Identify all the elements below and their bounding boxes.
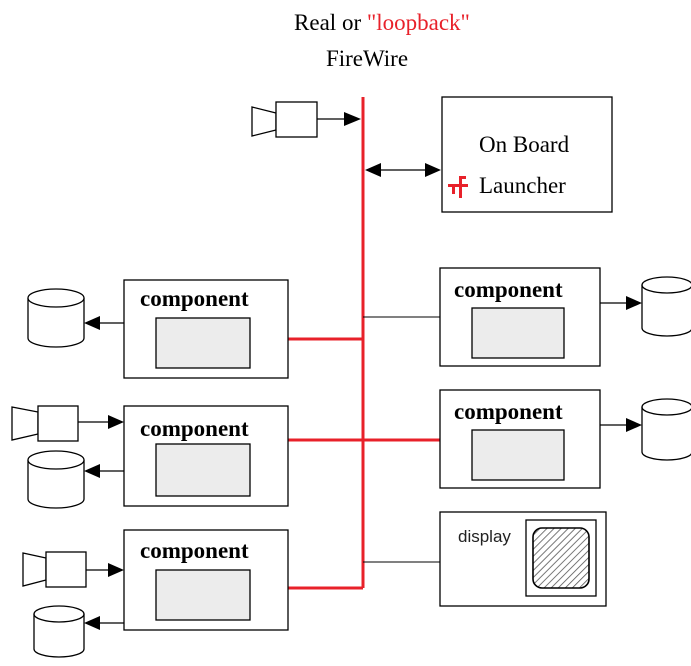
component-inner-panel xyxy=(155,569,251,621)
arrow-camera-to-component xyxy=(86,563,124,577)
title-line-1: Real or "loopback" xyxy=(294,10,470,35)
storage-cylinder-icon xyxy=(27,450,85,509)
component-inner-panel xyxy=(155,317,251,369)
component-label: component xyxy=(140,416,249,441)
storage-cylinder-icon xyxy=(641,276,691,337)
arrow-to-storage xyxy=(84,464,124,478)
firewire-bus xyxy=(288,97,440,590)
arrow-to-storage xyxy=(84,316,124,330)
component-left-bottom: component xyxy=(123,529,289,631)
storage-cylinder-icon xyxy=(33,605,85,658)
component-inner-panel xyxy=(471,429,565,481)
component-right-top: component xyxy=(439,267,601,367)
arrow-camera-to-bus xyxy=(317,112,361,126)
title-line-2: FireWire xyxy=(326,46,408,71)
launcher-box: On Board Launcher xyxy=(441,96,613,213)
display-screen-icon xyxy=(525,519,597,597)
camera-icon xyxy=(11,405,79,442)
component-left-top: component xyxy=(123,279,289,379)
arrow-bus-launcher xyxy=(365,163,441,177)
storage-cylinder-icon xyxy=(27,288,85,348)
arrow-camera-to-component xyxy=(78,415,124,429)
arrow-to-storage xyxy=(600,418,642,432)
component-right-middle: component xyxy=(439,389,601,489)
component-label: component xyxy=(454,277,563,302)
component-label: component xyxy=(140,286,249,311)
camera-icon xyxy=(251,101,318,138)
arrow-to-storage xyxy=(600,296,642,310)
component-inner-panel xyxy=(155,443,251,497)
component-label: component xyxy=(454,399,563,424)
launcher-label-1: On Board xyxy=(479,132,570,157)
camera-icon xyxy=(22,551,87,588)
display-block: display xyxy=(439,511,607,607)
display-label: display xyxy=(458,527,511,546)
component-label: component xyxy=(140,538,249,563)
launcher-label-2: Launcher xyxy=(479,173,566,198)
component-left-middle: component xyxy=(123,405,289,507)
arrow-to-storage xyxy=(84,616,124,630)
launcher-connector-icon xyxy=(448,176,468,198)
storage-cylinder-icon xyxy=(641,398,691,461)
title-highlight: "loopback" xyxy=(367,10,470,35)
component-inner-panel xyxy=(471,307,565,359)
